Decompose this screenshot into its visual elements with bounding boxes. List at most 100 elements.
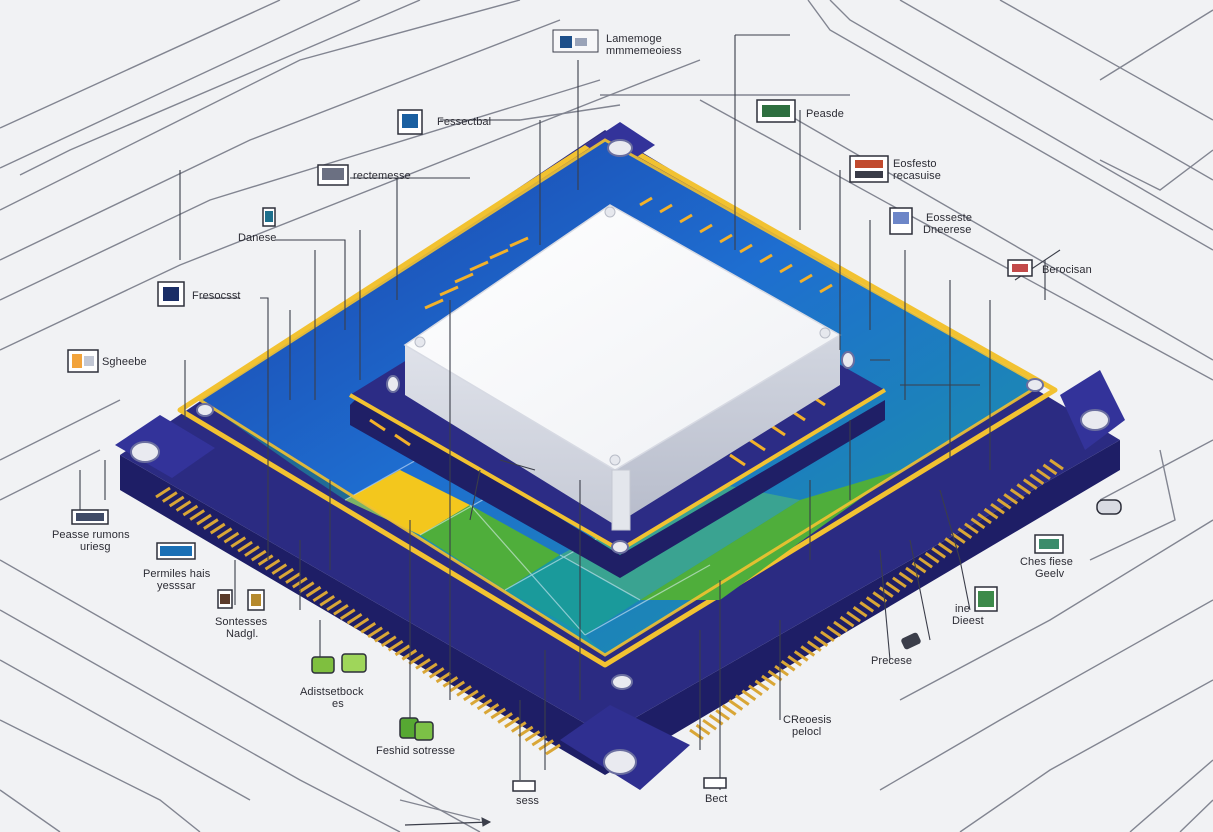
pin bbox=[401, 649, 418, 661]
pin bbox=[878, 586, 894, 598]
pin bbox=[970, 517, 986, 530]
pin bbox=[983, 507, 999, 520]
pin bbox=[1029, 473, 1045, 485]
contact-trace bbox=[394, 433, 411, 447]
heat-spreader bbox=[403, 204, 842, 531]
pin bbox=[196, 513, 212, 526]
chip-icon-bect bbox=[703, 777, 727, 789]
label-berocisan: Berocisan bbox=[1042, 264, 1092, 276]
pin bbox=[545, 743, 561, 756]
label-permiles-line2: yesssar bbox=[157, 580, 196, 592]
pin bbox=[408, 653, 424, 666]
label-rectemesse: rectemesse bbox=[353, 170, 411, 182]
pin bbox=[456, 685, 472, 697]
pin bbox=[741, 689, 757, 701]
pin bbox=[924, 552, 940, 564]
pin bbox=[695, 723, 711, 736]
pin bbox=[898, 571, 914, 584]
pin bbox=[774, 664, 789, 677]
pin bbox=[469, 694, 486, 706]
chip-icon-sess bbox=[512, 780, 536, 792]
label-eosseste-line1: Eosseste bbox=[926, 212, 973, 224]
pin bbox=[510, 721, 527, 733]
pin bbox=[216, 527, 233, 539]
pin bbox=[885, 581, 901, 593]
pin bbox=[1042, 463, 1058, 476]
label-danese: Danese bbox=[238, 232, 277, 244]
pin bbox=[702, 718, 717, 731]
pin bbox=[806, 640, 822, 652]
pin bbox=[754, 679, 770, 692]
pin bbox=[250, 549, 267, 562]
pin bbox=[892, 576, 907, 589]
chip-icon-eosseste bbox=[889, 207, 913, 235]
pin bbox=[312, 590, 329, 602]
pin bbox=[449, 680, 466, 693]
contact-trace bbox=[369, 418, 386, 432]
label-caesis-line2: pelocl bbox=[792, 726, 822, 738]
pin bbox=[517, 725, 534, 738]
label-peasde: Peasde bbox=[806, 108, 844, 120]
pin bbox=[748, 684, 763, 697]
contact-trace bbox=[819, 283, 833, 294]
pin bbox=[333, 603, 349, 616]
pin bbox=[531, 734, 548, 747]
pin bbox=[865, 596, 881, 608]
contact-trace bbox=[639, 196, 653, 207]
pin bbox=[162, 491, 178, 503]
pin bbox=[257, 554, 274, 566]
pin bbox=[931, 547, 947, 559]
phone-icon-danese bbox=[262, 207, 276, 227]
label-adiste-line2: es bbox=[332, 698, 344, 710]
pin bbox=[305, 585, 322, 598]
pin bbox=[360, 622, 377, 634]
pin bbox=[820, 630, 835, 643]
contact-trace bbox=[699, 223, 713, 234]
device-icon-eosfesto bbox=[849, 155, 889, 183]
connector-icon-right bbox=[1096, 499, 1122, 515]
pin bbox=[852, 606, 868, 618]
pin bbox=[476, 698, 493, 711]
pin bbox=[244, 545, 260, 557]
pin bbox=[977, 512, 992, 525]
pin bbox=[374, 631, 390, 643]
pin bbox=[422, 662, 438, 675]
pin bbox=[353, 617, 370, 630]
pin bbox=[168, 495, 185, 508]
capacitor-icon-adiste bbox=[311, 653, 367, 674]
pin-rows bbox=[155, 458, 1064, 756]
pin bbox=[689, 728, 704, 741]
component-icons bbox=[67, 29, 1122, 792]
pin bbox=[1003, 493, 1019, 505]
pin bbox=[394, 644, 411, 657]
card-icon-sgheebe bbox=[67, 349, 99, 373]
pin bbox=[793, 650, 809, 662]
mounting-holes bbox=[130, 139, 1110, 775]
pin bbox=[415, 658, 431, 670]
label-peasse-line2: uriesg bbox=[80, 541, 111, 553]
label-adiste-line1: Adistsetbock bbox=[300, 686, 364, 698]
label-eosfesto-line1: Eosfesto bbox=[893, 158, 937, 170]
contact-trace bbox=[424, 298, 444, 310]
pin bbox=[463, 689, 479, 702]
pin bbox=[339, 608, 356, 620]
pin bbox=[813, 635, 829, 647]
pin bbox=[483, 703, 500, 715]
pin bbox=[728, 699, 744, 711]
label-top-1-line2: mmmemeoiess bbox=[606, 45, 682, 57]
pin bbox=[367, 626, 383, 639]
pin bbox=[937, 542, 953, 554]
pin bbox=[538, 739, 554, 751]
pin bbox=[271, 563, 288, 575]
label-eosseste-line2: Dneerese bbox=[923, 224, 972, 236]
contact-trace bbox=[659, 203, 673, 214]
contact-trace bbox=[759, 253, 773, 264]
contact-trace bbox=[509, 236, 529, 248]
contact-trace bbox=[439, 285, 459, 297]
pin bbox=[964, 522, 979, 535]
chip-pair-icon-sontesses bbox=[217, 589, 265, 611]
label-ine-line1: ine bbox=[955, 603, 970, 615]
pin bbox=[230, 536, 247, 548]
pin bbox=[428, 667, 445, 679]
